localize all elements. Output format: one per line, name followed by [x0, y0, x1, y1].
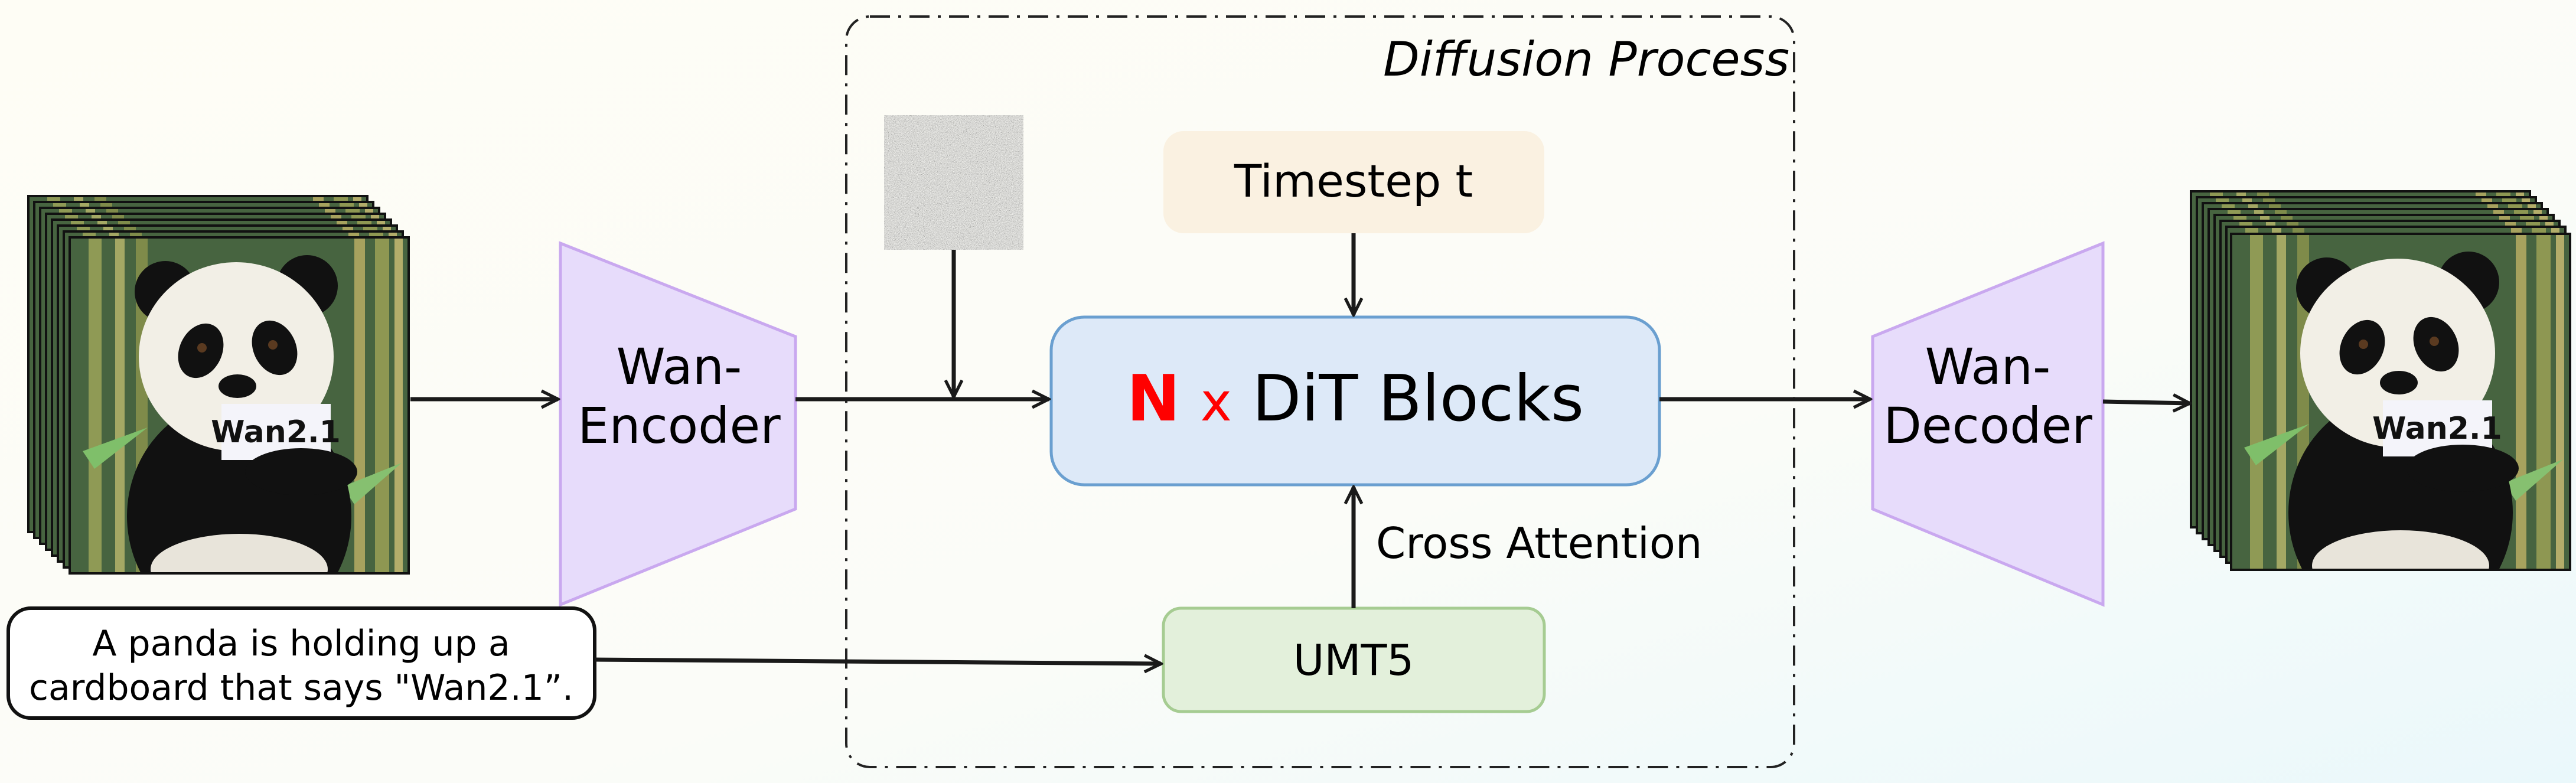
prompt-line1: A panda is holding up a: [92, 623, 510, 664]
encoder-label-line1: Wan-: [617, 338, 742, 396]
umt5-label: UMT5: [1293, 635, 1414, 685]
dit-count: N: [1127, 362, 1180, 436]
arrow-prompt-to-umt5: [594, 660, 1161, 664]
wan-decoder-block: [1871, 241, 2105, 607]
output-video-frames: [2190, 190, 2571, 631]
cross-attention-label: Cross Attention: [1376, 518, 1703, 568]
timestep-label: Timestep t: [1234, 155, 1473, 207]
decoder-label-line2: Decoder: [1883, 397, 2092, 455]
diffusion-process-group: [845, 15, 1795, 768]
decoder-label-line1: Wan-: [1925, 338, 2051, 396]
dit-label: DiT Blocks: [1252, 362, 1584, 436]
arrow-decoder-to-output: [2102, 402, 2190, 403]
noise-latent: [884, 115, 1023, 250]
input-sign-text: Wan2.1: [211, 415, 341, 450]
wan-encoder-block: [559, 241, 797, 607]
svg-text:N x DiT Blocks: N x DiT Blocks: [1127, 362, 1584, 436]
dit-times: x: [1201, 371, 1232, 433]
text-prompt-box: [6, 606, 596, 720]
diffusion-process-label: Diffusion Process: [1383, 32, 1789, 87]
encoder-label-line2: Encoder: [578, 397, 781, 455]
input-video-frames: [27, 195, 410, 634]
timestep-block: [1163, 131, 1544, 233]
prompt-line2: cardboard that says "Wan2.1”.: [29, 667, 573, 709]
output-sign-text: Wan2.1: [2372, 411, 2502, 446]
